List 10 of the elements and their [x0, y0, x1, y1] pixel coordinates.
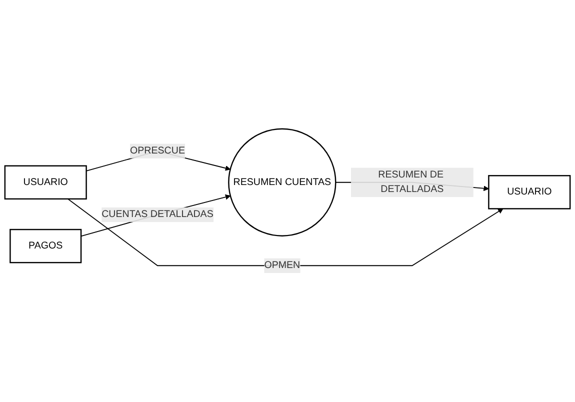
node-circle: RESUMEN CUENTAS — [228, 128, 336, 237]
arrow — [67, 198, 504, 266]
edge-label: RESUMEN DE DETALLADAS — [378, 170, 444, 195]
node-box: USUARIO — [488, 175, 571, 210]
node-box: USUARIO — [4, 165, 87, 200]
edge-label: OPMEN — [264, 260, 300, 271]
arrow — [80, 194, 231, 237]
edge-label: OPRESCUE — [130, 146, 185, 156]
node-box: PAGOS — [10, 228, 82, 264]
edge-label: CUENTAS DETALLADAS — [102, 209, 214, 220]
